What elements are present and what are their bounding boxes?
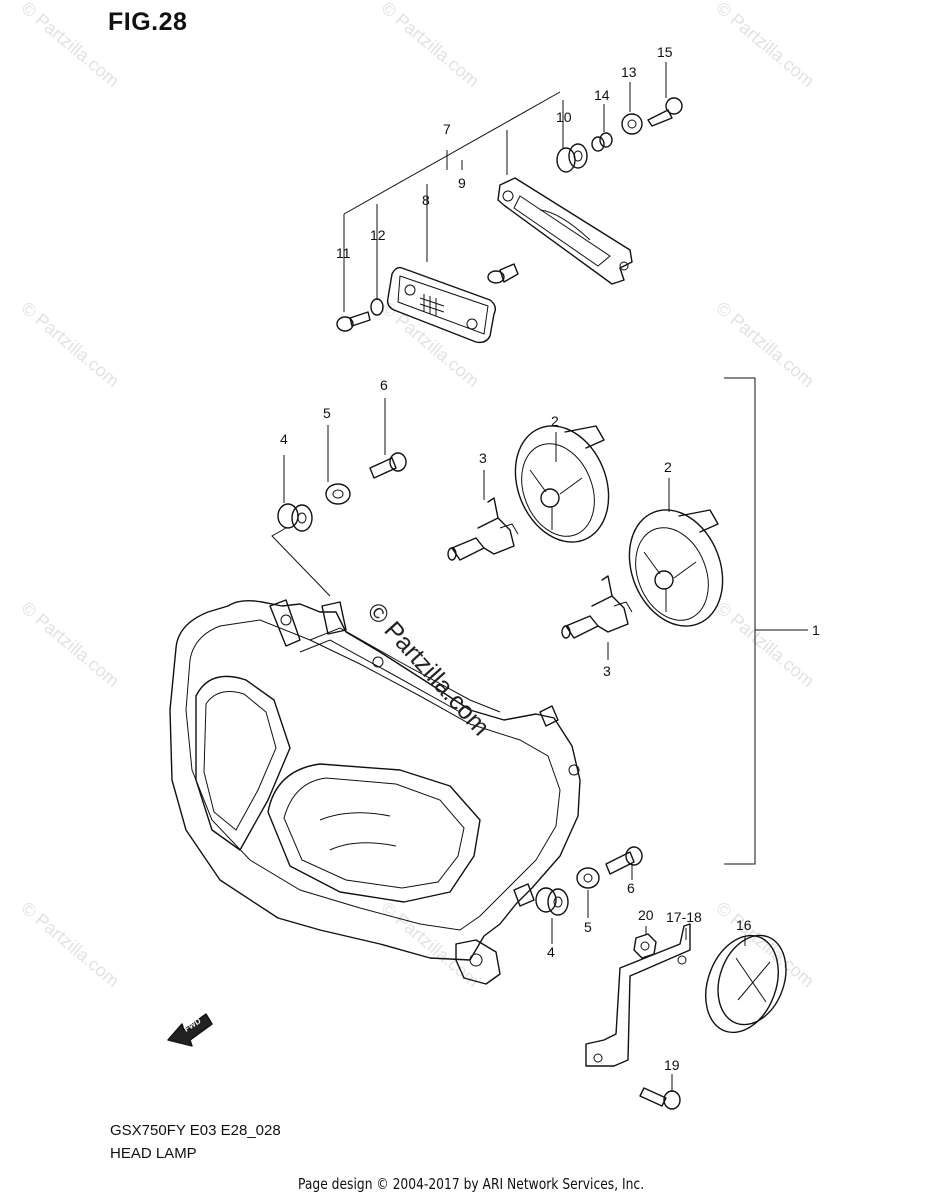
callout-17-18: 17-18 [666,909,702,925]
watermark-repeat: © Partzilla.com [712,0,818,91]
callout-7: 7 [443,121,451,137]
headlight-bulb-upper [447,497,519,561]
callout-2: 2 [551,413,559,429]
grommet-10 [556,143,588,173]
page-credit: Page design © 2004-2017 by ARI Network S… [298,1175,645,1193]
watermark-repeat: © Partzilla.com [377,898,483,991]
cap-16 [705,934,787,1034]
screw-6-upper [369,452,407,479]
position-lamp-socket-bracket [497,177,633,285]
callout-12: 12 [370,227,386,243]
callout-2: 2 [664,459,672,475]
callout-3: 3 [603,663,611,679]
washer-12 [370,298,384,316]
callout-14: 14 [594,87,610,103]
grommet-4-lower [535,887,569,916]
headlamp-housing [169,527,581,985]
screw-19 [639,1087,681,1110]
bulb-cover-upper [514,425,610,543]
watermark-repeat: © Partzilla.com [17,598,123,691]
watermark-repeat: © Partzilla.com [712,298,818,391]
fwd-arrow-icon: FWD [167,1013,213,1047]
screw-11 [336,311,371,332]
watermark-main: © Partzilla.com [362,597,496,741]
grommet-4-upper [277,503,313,532]
collar-14 [591,132,613,152]
callout-3: 3 [479,450,487,466]
watermark-repeat: © Partzilla.com [377,0,483,91]
position-bulb [487,263,519,284]
callout-leaders [283,62,746,1092]
assembly-bracket [724,377,808,865]
bracket-17-18 [585,923,691,1067]
screw-15 [647,97,683,127]
callout-6: 6 [380,377,388,393]
position-lamp-group [336,91,683,344]
callout-19: 19 [664,1057,680,1073]
screw-6-lower [605,846,643,875]
callout-15: 15 [657,44,673,60]
callout-20: 20 [638,907,654,923]
washer-13 [621,113,643,135]
watermark-repeat: © Partzilla.com [17,898,123,991]
callout-10: 10 [556,109,572,125]
washer-5-lower [576,867,600,889]
model-code: GSX750FY E03 E28_028 [110,1122,281,1139]
callout-4: 4 [547,944,555,960]
callout-6: 6 [627,880,635,896]
callout-9: 9 [458,175,466,191]
callout-11: 11 [336,245,351,261]
assembly-name: HEAD LAMP [110,1145,197,1162]
headlight-bulb-lower [561,575,633,639]
callout-13: 13 [621,64,637,80]
washer-5-upper [325,483,351,505]
callout-5: 5 [584,919,592,935]
watermark-repeat: © Partzilla.com [17,298,123,391]
watermark-repeat: © Partzilla.com [712,598,818,691]
position-lamp-lens [386,266,497,344]
callout-1: 1 [812,622,820,638]
callout-8: 8 [422,192,430,208]
callout-5: 5 [323,405,331,421]
callout-16: 16 [736,917,752,933]
callout-labels: 1 2 2 3 3 4 4 5 5 6 6 7 8 9 10 11 12 13 … [280,44,820,1073]
bulb-cover-lower [628,509,724,627]
callout-4: 4 [280,431,288,447]
watermark-repeats: © Partzilla.com © Partzilla.com © Partzi… [17,0,818,991]
watermark-repeat: © Partzilla.com [17,0,123,91]
figure-title: FIG.28 [108,8,188,36]
